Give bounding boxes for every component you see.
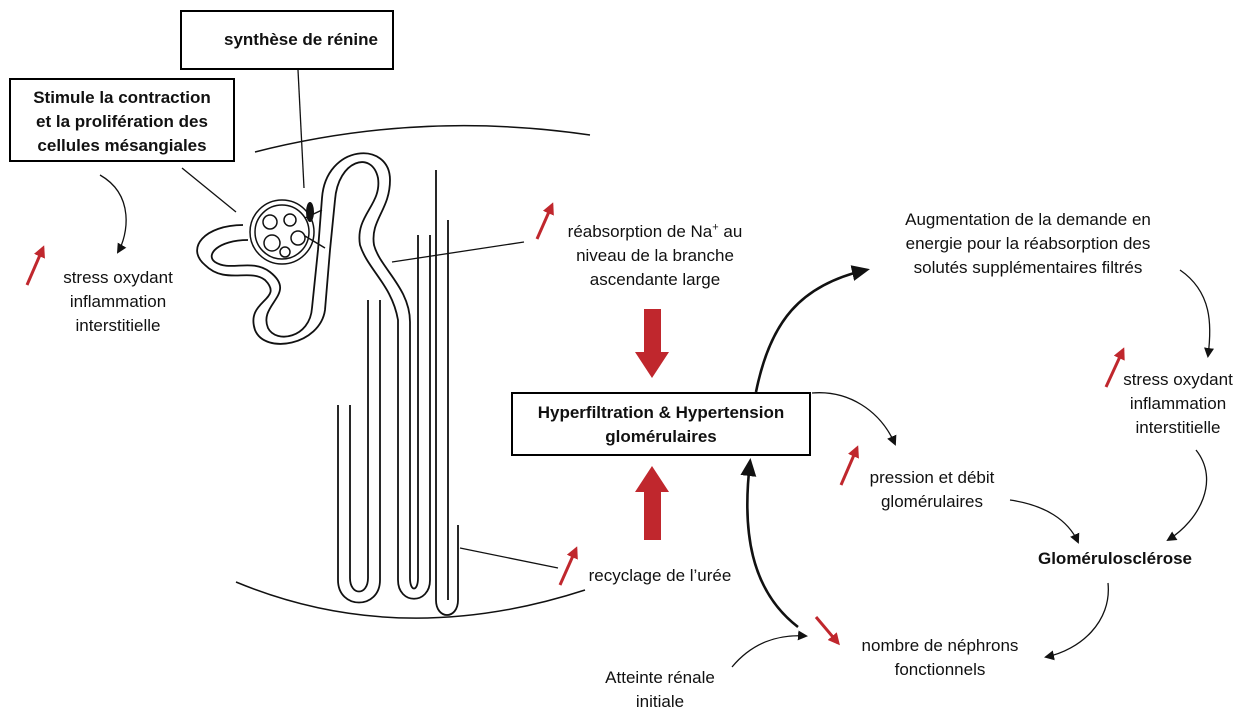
uree-label: recyclage de l’urée — [570, 564, 750, 588]
renin-box: synthèse de rénine — [180, 10, 394, 70]
nephrons-line-1: nombre de néphrons — [840, 634, 1040, 658]
arrow-pression-to-glomerulo — [1010, 500, 1078, 542]
pression-label: pression et débit glomérulaires — [852, 466, 1012, 514]
big-arrow-up — [635, 466, 669, 540]
stress-label-left: stress oxydant inflammation interstitiel… — [38, 266, 198, 338]
stress-right-line-1: stress oxydant — [1110, 368, 1246, 392]
nephron-tubule — [197, 153, 458, 615]
pression-line-1: pression et débit — [852, 466, 1012, 490]
arrow-hyper-to-energy — [756, 270, 866, 392]
juxtaglomerular-apparatus — [306, 202, 314, 222]
cortex-boundary — [255, 126, 590, 152]
hyperfiltration-box: Hyperfiltration & Hypertension glomérula… — [511, 392, 811, 456]
atteinte-line-1: Atteinte rénale — [580, 666, 740, 690]
stress-left-line-1: stress oxydant — [38, 266, 198, 290]
hyper-line-1: Hyperfiltration & Hypertension — [513, 401, 809, 425]
reabsorption-line-3: ascendante large — [545, 268, 765, 292]
arrow-hyper-to-pression — [812, 393, 895, 444]
arrow-stress-to-glomerulo — [1168, 450, 1207, 540]
energy-line-2: energie pour la réabsorption des — [868, 232, 1188, 256]
big-arrow-down — [635, 309, 669, 378]
medulla-boundary — [236, 582, 585, 618]
arrow-atteinte-to-nephrons — [732, 636, 806, 667]
reabsorption-text: réabsorption de Na — [568, 222, 713, 241]
reabsorption-line-1: réabsorption de Na+ au — [545, 220, 765, 244]
decrease-arrow-nephrons — [816, 617, 838, 643]
renin-text: synthèse de rénine — [182, 28, 392, 52]
reabsorption-label: réabsorption de Na+ au niveau de la bran… — [545, 220, 765, 292]
mesangial-line-3: cellules mésangiales — [11, 134, 233, 158]
arrow-mesangial-to-stress — [100, 175, 126, 252]
glomerulo-text: Glomérulosclérose — [1020, 547, 1210, 571]
stress-label-right: stress oxydant inflammation interstitiel… — [1110, 368, 1246, 440]
stress-right-line-3: interstitielle — [1110, 416, 1246, 440]
hyper-line-2: glomérulaires — [513, 425, 809, 449]
energy-label: Augmentation de la demande en energie po… — [868, 208, 1188, 280]
glomerulosclerose-label: Glomérulosclérose — [1020, 547, 1210, 571]
mesangial-line-2: et la prolifération des — [11, 110, 233, 134]
atteinte-label: Atteinte rénale initiale — [580, 666, 740, 714]
nephrons-label: nombre de néphrons fonctionnels — [840, 634, 1040, 682]
reabsorption-suffix: au — [719, 222, 743, 241]
arrow-energy-to-stress — [1180, 270, 1210, 356]
arrow-glomerulo-to-nephrons — [1046, 583, 1108, 657]
nephrons-line-2: fonctionnels — [840, 658, 1040, 682]
atteinte-line-2: initiale — [580, 690, 740, 714]
stress-left-line-3: interstitielle — [38, 314, 198, 338]
energy-line-1: Augmentation de la demande en — [868, 208, 1188, 232]
mesangial-box: Stimule la contraction et la proliférati… — [9, 78, 235, 162]
energy-line-3: solutés supplémentaires filtrés — [868, 256, 1188, 280]
reabsorption-line-2: niveau de la branche — [545, 244, 765, 268]
pression-line-2: glomérulaires — [852, 490, 1012, 514]
mesangial-line-1: Stimule la contraction — [11, 86, 233, 110]
stress-right-line-2: inflammation — [1110, 392, 1246, 416]
arrow-nephrons-to-hyper — [747, 462, 798, 627]
stress-left-line-2: inflammation — [38, 290, 198, 314]
uree-text: recyclage de l’urée — [570, 564, 750, 588]
